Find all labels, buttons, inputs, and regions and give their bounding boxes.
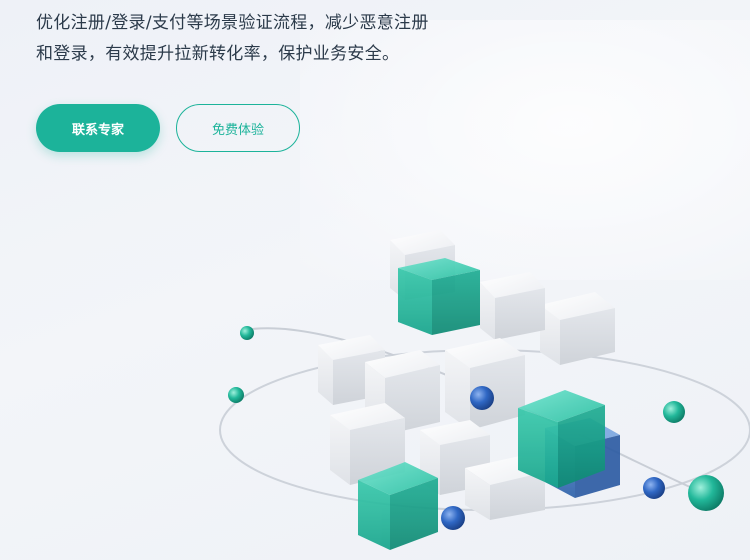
hero-description: 优化注册/登录/支付等场景验证流程，减少恶意注册 和登录，有效提升拉新转化率，保… [36, 8, 506, 70]
description-line-2: 和登录，有效提升拉新转化率，保护业务安全。 [36, 44, 400, 64]
security-cube-illustration-icon [219, 230, 750, 550]
description-line-1: 优化注册/登录/支付等场景验证流程，减少恶意注册 [36, 13, 429, 33]
free-trial-button[interactable]: 免费体验 [176, 104, 300, 152]
contact-expert-button[interactable]: 联系专家 [36, 104, 160, 152]
background-glow [300, 20, 750, 280]
